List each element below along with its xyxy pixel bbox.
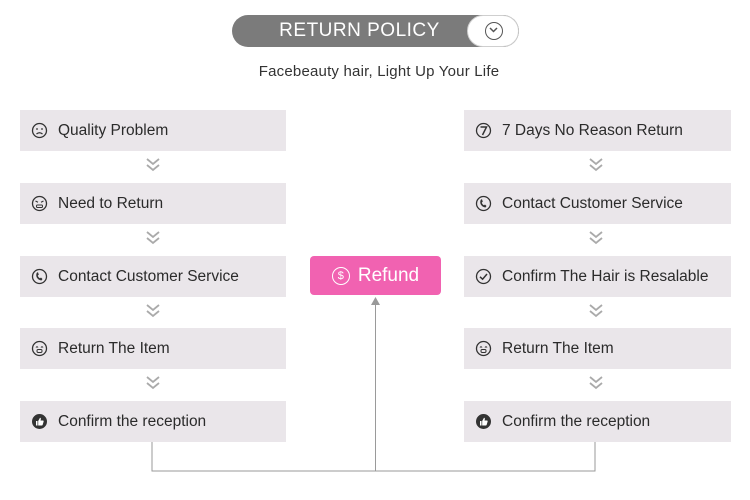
chevron-down-icon xyxy=(146,157,160,173)
left-step-need-to-return: Need to Return xyxy=(20,183,286,224)
number-7-icon xyxy=(475,122,492,139)
chevron-down-icon xyxy=(589,230,603,246)
left-step-confirm-reception: Confirm the reception xyxy=(20,401,286,442)
angry-face-icon xyxy=(31,195,48,212)
return-policy-header: RETURN POLICY xyxy=(232,15,519,47)
step-label: 7 Days No Reason Return xyxy=(502,121,683,139)
check-circle-icon xyxy=(475,268,492,285)
step-label: Confirm the reception xyxy=(58,412,207,430)
chevron-down-icon xyxy=(589,303,603,319)
header-title: RETURN POLICY xyxy=(279,20,440,41)
right-step-confirm-reception: Confirm the reception xyxy=(464,401,731,442)
refund-label: Refund xyxy=(357,264,420,286)
thumbs-up-icon xyxy=(475,413,492,430)
right-step-7-days-no-reason-return: 7 Days No Reason Return xyxy=(464,110,731,151)
step-label: Return The Item xyxy=(502,339,614,357)
refund-button[interactable]: $ Refund xyxy=(310,256,441,295)
return-face-icon xyxy=(31,340,48,357)
chevron-down-icon xyxy=(146,230,160,246)
left-step-contact-customer-service: Contact Customer Service xyxy=(20,256,286,297)
step-label: Contact Customer Service xyxy=(502,194,683,212)
step-label: Quality Problem xyxy=(58,121,169,139)
return-face-icon xyxy=(475,340,492,357)
step-label: Return The Item xyxy=(58,339,170,357)
step-label: Confirm The Hair is Resalable xyxy=(502,267,709,285)
right-step-confirm-resalable: Confirm The Hair is Resalable xyxy=(464,256,731,297)
chevron-down-icon xyxy=(589,157,603,173)
thumbs-up-icon xyxy=(31,413,48,430)
tagline: Facebeauty hair, Light Up Your Life xyxy=(258,63,500,80)
chevron-down-icon xyxy=(589,375,603,391)
step-label: Contact Customer Service xyxy=(58,267,239,285)
step-label: Need to Return xyxy=(58,194,164,212)
phone-icon xyxy=(31,268,48,285)
step-label: Confirm the reception xyxy=(502,412,651,430)
sad-face-icon xyxy=(31,122,48,139)
left-step-quality-problem: Quality Problem xyxy=(20,110,286,151)
chevron-down-icon xyxy=(485,22,503,40)
chevron-down-icon xyxy=(146,375,160,391)
header-toggle[interactable] xyxy=(467,15,519,47)
phone-icon xyxy=(475,195,492,212)
right-step-return-the-item: Return The Item xyxy=(464,328,731,369)
chevron-down-icon xyxy=(146,303,160,319)
right-step-contact-customer-service: Contact Customer Service xyxy=(464,183,731,224)
dollar-icon: $ xyxy=(331,266,350,285)
left-step-return-the-item: Return The Item xyxy=(20,328,286,369)
